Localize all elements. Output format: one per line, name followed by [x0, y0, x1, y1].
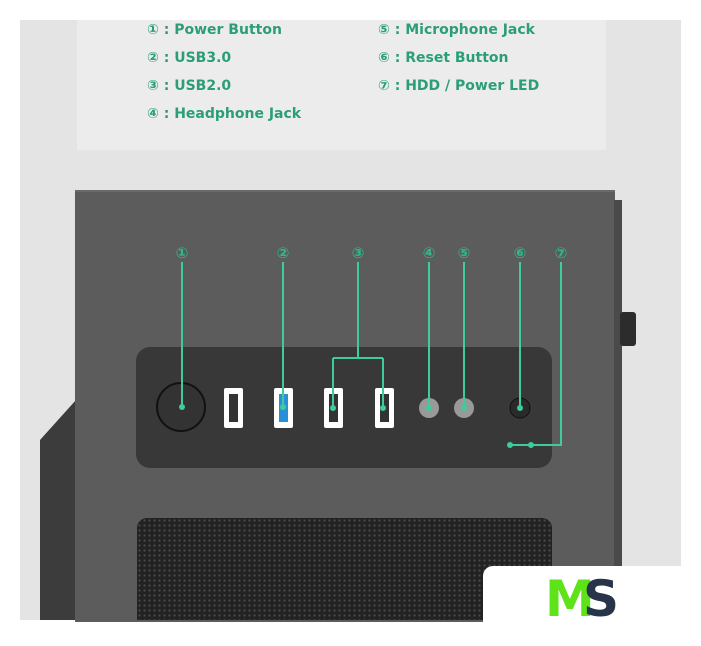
legend-item-usb2: ③ : USB2.0	[147, 78, 232, 94]
callout-1: ①	[176, 244, 189, 262]
logo-s: S	[583, 570, 620, 628]
side-knob	[620, 312, 636, 346]
callout-7: ⑦	[555, 244, 568, 262]
callout-dots	[179, 404, 534, 448]
callout-3: ③	[352, 244, 365, 262]
legend-item-hdd-power-led: ⑦ : HDD / Power LED	[378, 78, 540, 94]
case-right-edge	[614, 200, 622, 620]
legend-item-usb3: ② : USB3.0	[147, 50, 232, 66]
callout-6: ⑥	[514, 244, 527, 262]
legend-item-reset-button: ⑥ : Reset Button	[378, 50, 509, 66]
legend-item-headphone-jack: ④ : Headphone Jack	[147, 106, 302, 122]
case-side-bevel	[40, 400, 76, 620]
usb-port-slot	[229, 394, 238, 422]
callout-5: ⑤	[458, 244, 471, 262]
legend-panel: ① : Power Button ② : USB3.0 ③ : USB2.0 ④…	[77, 20, 606, 150]
mesh-grille	[137, 518, 552, 620]
callout-2: ②	[277, 244, 290, 262]
legend-item-microphone-jack: ⑤ : Microphone Jack	[378, 22, 535, 38]
callout-4: ④	[423, 244, 436, 262]
callout-lines	[181, 262, 562, 446]
ms-logo: M S	[483, 566, 683, 646]
legend-item-power-button: ① : Power Button	[147, 22, 282, 38]
logo-m: M	[545, 570, 595, 628]
